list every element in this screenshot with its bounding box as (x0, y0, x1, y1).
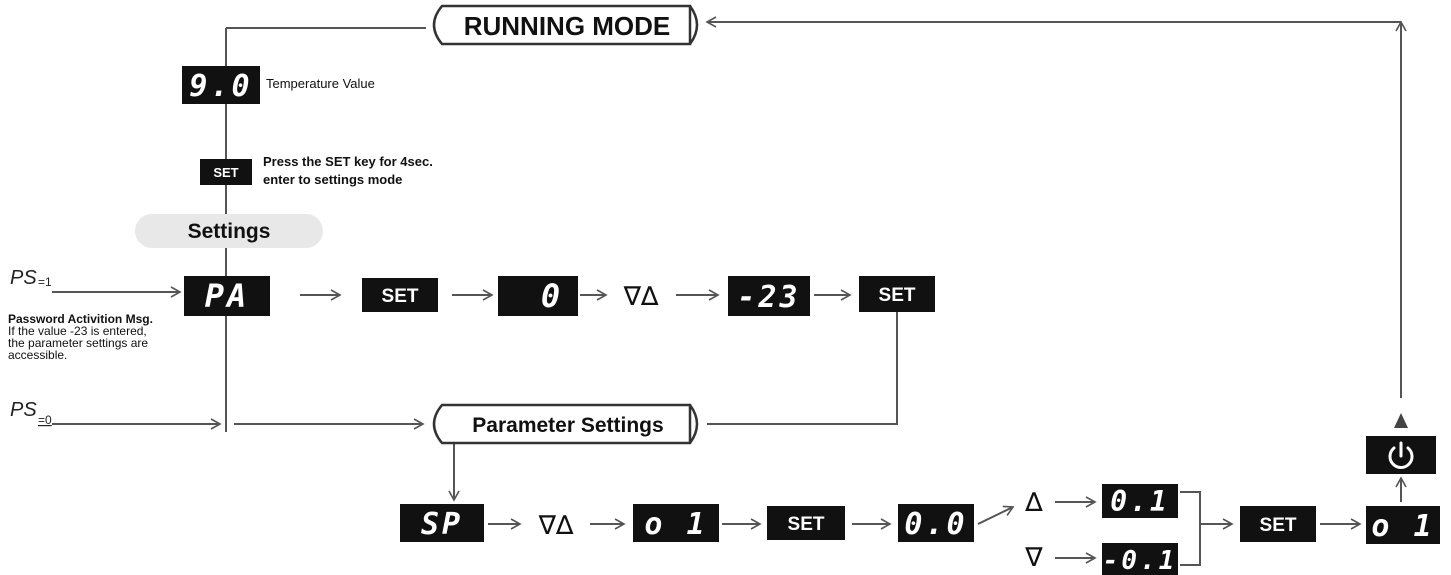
value-display-value: 0.0 (904, 507, 967, 542)
updown-arrows-1: ∇∆ (623, 282, 659, 312)
down-value-display (1102, 543, 1178, 575)
power-icon (1388, 441, 1414, 469)
running-mode-title: RUNNING MODE (464, 11, 671, 41)
zero-display-value: 0 (541, 277, 563, 315)
temperature-label: Temperature Value (266, 76, 375, 91)
set-key-2[interactable] (859, 276, 935, 312)
settings-label: Settings (188, 220, 271, 243)
code-display (728, 276, 810, 316)
ps0-value: =0 (38, 413, 52, 427)
set-key-3-label: SET (788, 514, 825, 535)
merge-bracket (1180, 491, 1201, 566)
set-key-small-label: SET (213, 165, 238, 180)
set-key-1-label: SET (382, 286, 419, 307)
running-mode-box[interactable]: RUNNING MODE (432, 4, 699, 46)
down-value-display-value: -0.1 (1103, 546, 1178, 575)
set-key-small[interactable] (200, 159, 252, 185)
password-note-line2: the parameter settings are (8, 336, 148, 350)
temperature-display (182, 66, 260, 104)
set-key-info-line1: Press the SET key for 4sec. (263, 154, 433, 169)
down-triangle-symbol: ∇ (1024, 543, 1043, 573)
sp-display (400, 504, 484, 542)
final-o1-display (1366, 506, 1440, 544)
password-note-title: Password Activition Msg. (8, 312, 153, 326)
set-key-3[interactable] (767, 506, 845, 540)
set-to-param-line (707, 312, 898, 425)
value-to-up-arrow (977, 505, 1015, 525)
sp-display-value: SP (421, 507, 463, 542)
connectors (52, 16, 1407, 566)
updown-arrows-2: ∇∆ (538, 511, 574, 541)
settings-pill (135, 214, 323, 248)
o1-display-value: o 1 (644, 507, 707, 542)
final-o1-display-value: o 1 (1371, 509, 1434, 544)
code-display-value: -23 (737, 280, 800, 315)
ps1-label: PS (10, 267, 37, 289)
set-key-2-label: SET (879, 285, 916, 306)
up-triangle-symbol: ∆ (1024, 488, 1043, 518)
zero-display (498, 276, 578, 316)
power-arrow-head (1394, 413, 1408, 428)
parameter-settings-title: Parameter Settings (472, 414, 663, 437)
up-value-display-value: 0.1 (1110, 485, 1170, 518)
temperature-display-value: 9.0 (189, 69, 252, 104)
ps0-label: PS (10, 399, 37, 421)
set-key-1[interactable] (362, 278, 438, 312)
up-value-display (1102, 484, 1178, 518)
power-button[interactable] (1366, 436, 1436, 474)
parameter-settings-box[interactable]: Parameter Settings (432, 403, 699, 445)
pa-display-value: PA (205, 277, 250, 315)
value-display (898, 504, 974, 542)
set-key-4[interactable] (1240, 506, 1316, 542)
password-note-line3: accessible. (8, 348, 67, 362)
pa-display (184, 276, 270, 316)
set-key-info-line2: enter to settings mode (263, 172, 402, 187)
password-note-line1: If the value -23 is entered, (8, 324, 147, 338)
set-key-4-label: SET (1260, 515, 1297, 536)
o1-display (633, 504, 719, 542)
ps1-value: =1 (38, 275, 52, 289)
